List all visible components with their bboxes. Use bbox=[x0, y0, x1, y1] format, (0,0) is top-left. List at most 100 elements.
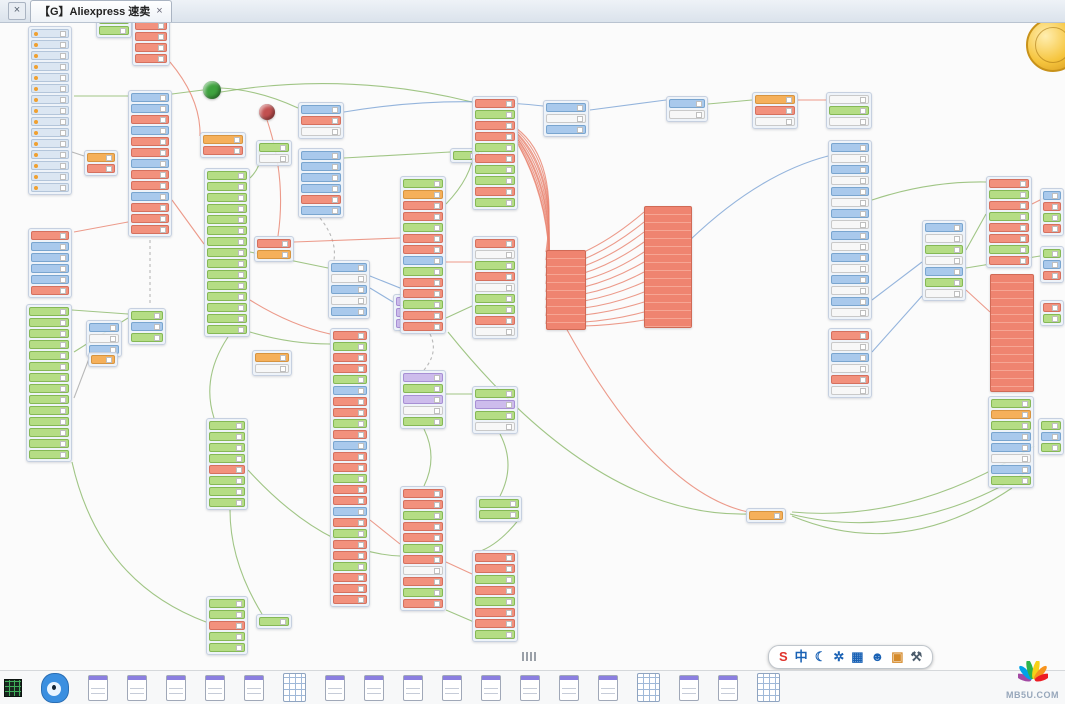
node-row[interactable] bbox=[301, 173, 341, 182]
node-row[interactable] bbox=[403, 577, 443, 586]
node-row[interactable] bbox=[131, 322, 163, 331]
node-row[interactable] bbox=[475, 110, 515, 119]
node-row[interactable] bbox=[475, 400, 515, 409]
node-row[interactable] bbox=[403, 533, 443, 542]
node-row[interactable] bbox=[1041, 443, 1061, 452]
node-row[interactable] bbox=[333, 551, 367, 560]
node-row[interactable] bbox=[831, 253, 869, 262]
node-row[interactable] bbox=[31, 183, 69, 192]
node-cluster[interactable] bbox=[1038, 418, 1064, 455]
node-row[interactable] bbox=[403, 500, 443, 509]
node-row[interactable] bbox=[546, 103, 586, 112]
node-row[interactable] bbox=[831, 231, 869, 240]
node-row[interactable] bbox=[403, 373, 443, 382]
node-row[interactable] bbox=[29, 439, 69, 448]
taskbar-sheet-icon[interactable] bbox=[757, 673, 780, 702]
node-row[interactable] bbox=[89, 323, 119, 332]
node-row[interactable] bbox=[29, 329, 69, 338]
node-row[interactable] bbox=[207, 171, 247, 180]
node-cluster[interactable] bbox=[88, 352, 118, 367]
node-row[interactable] bbox=[831, 209, 869, 218]
node-row[interactable] bbox=[333, 529, 367, 538]
node-cluster[interactable] bbox=[254, 236, 294, 262]
node-cluster[interactable] bbox=[84, 150, 118, 176]
node-cluster[interactable] bbox=[206, 596, 248, 655]
node-cluster[interactable] bbox=[330, 328, 370, 607]
node-row[interactable] bbox=[257, 250, 291, 259]
node-row[interactable] bbox=[99, 26, 129, 35]
node-row[interactable] bbox=[31, 40, 69, 49]
node-row[interactable] bbox=[475, 132, 515, 141]
node-row[interactable] bbox=[475, 165, 515, 174]
node-row[interactable] bbox=[1043, 249, 1061, 258]
node-ball[interactable] bbox=[259, 104, 275, 120]
node-row[interactable] bbox=[209, 432, 245, 441]
node-row[interactable] bbox=[31, 172, 69, 181]
taskbar-doc-icon[interactable] bbox=[520, 674, 540, 701]
node-row[interactable] bbox=[29, 406, 69, 415]
node-cluster[interactable] bbox=[1040, 246, 1064, 283]
node-row[interactable] bbox=[989, 256, 1029, 265]
node-block[interactable] bbox=[990, 274, 1034, 392]
node-row[interactable] bbox=[31, 253, 69, 262]
node-row[interactable] bbox=[31, 139, 69, 148]
node-ball[interactable] bbox=[203, 81, 221, 99]
node-row[interactable] bbox=[31, 51, 69, 60]
node-row[interactable] bbox=[209, 610, 245, 619]
node-row[interactable] bbox=[475, 250, 515, 259]
node-row[interactable] bbox=[403, 599, 443, 608]
node-cluster[interactable] bbox=[1040, 188, 1064, 236]
node-cluster[interactable] bbox=[828, 140, 872, 320]
node-row[interactable] bbox=[403, 566, 443, 575]
node-row[interactable] bbox=[829, 106, 869, 115]
node-row[interactable] bbox=[403, 555, 443, 564]
node-row[interactable] bbox=[1043, 202, 1061, 211]
node-cluster[interactable] bbox=[828, 328, 872, 398]
node-row[interactable] bbox=[991, 443, 1031, 452]
node-row[interactable] bbox=[207, 281, 247, 290]
node-row[interactable] bbox=[207, 325, 247, 334]
node-row[interactable] bbox=[475, 564, 515, 573]
node-row[interactable] bbox=[1043, 224, 1061, 233]
node-row[interactable] bbox=[259, 143, 289, 152]
node-row[interactable] bbox=[475, 239, 515, 248]
node-row[interactable] bbox=[925, 223, 963, 232]
node-row[interactable] bbox=[29, 417, 69, 426]
node-row[interactable] bbox=[87, 164, 115, 173]
node-row[interactable] bbox=[301, 184, 341, 193]
node-row[interactable] bbox=[203, 135, 243, 144]
node-row[interactable] bbox=[403, 190, 443, 199]
node-row[interactable] bbox=[403, 289, 443, 298]
node-row[interactable] bbox=[403, 522, 443, 531]
node-row[interactable] bbox=[403, 544, 443, 553]
node-row[interactable] bbox=[1043, 314, 1061, 323]
node-row[interactable] bbox=[829, 117, 869, 126]
taskbar-doc-icon[interactable] bbox=[205, 674, 225, 701]
node-cluster[interactable] bbox=[298, 102, 344, 139]
node-row[interactable] bbox=[403, 322, 443, 331]
node-cluster[interactable] bbox=[204, 168, 250, 337]
node-row[interactable] bbox=[31, 264, 69, 273]
node-row[interactable] bbox=[209, 498, 245, 507]
node-row[interactable] bbox=[29, 340, 69, 349]
node-row[interactable] bbox=[475, 261, 515, 270]
node-row[interactable] bbox=[131, 170, 169, 179]
node-row[interactable] bbox=[755, 95, 795, 104]
node-row[interactable] bbox=[29, 395, 69, 404]
node-row[interactable] bbox=[475, 143, 515, 152]
node-row[interactable] bbox=[1043, 213, 1061, 222]
node-row[interactable] bbox=[831, 286, 869, 295]
node-row[interactable] bbox=[333, 364, 367, 373]
node-cluster[interactable] bbox=[28, 26, 72, 195]
node-row[interactable] bbox=[989, 201, 1029, 210]
node-row[interactable] bbox=[131, 93, 169, 102]
node-row[interactable] bbox=[331, 285, 367, 294]
node-cluster[interactable] bbox=[400, 370, 446, 429]
taskbar-doc-icon[interactable] bbox=[244, 674, 264, 701]
node-row[interactable] bbox=[203, 146, 243, 155]
node-block[interactable] bbox=[546, 250, 586, 330]
taskbar-doc-icon[interactable] bbox=[559, 674, 579, 701]
moon-icon[interactable]: ☾ bbox=[814, 649, 827, 664]
node-row[interactable] bbox=[29, 450, 69, 459]
node-row[interactable] bbox=[831, 187, 869, 196]
